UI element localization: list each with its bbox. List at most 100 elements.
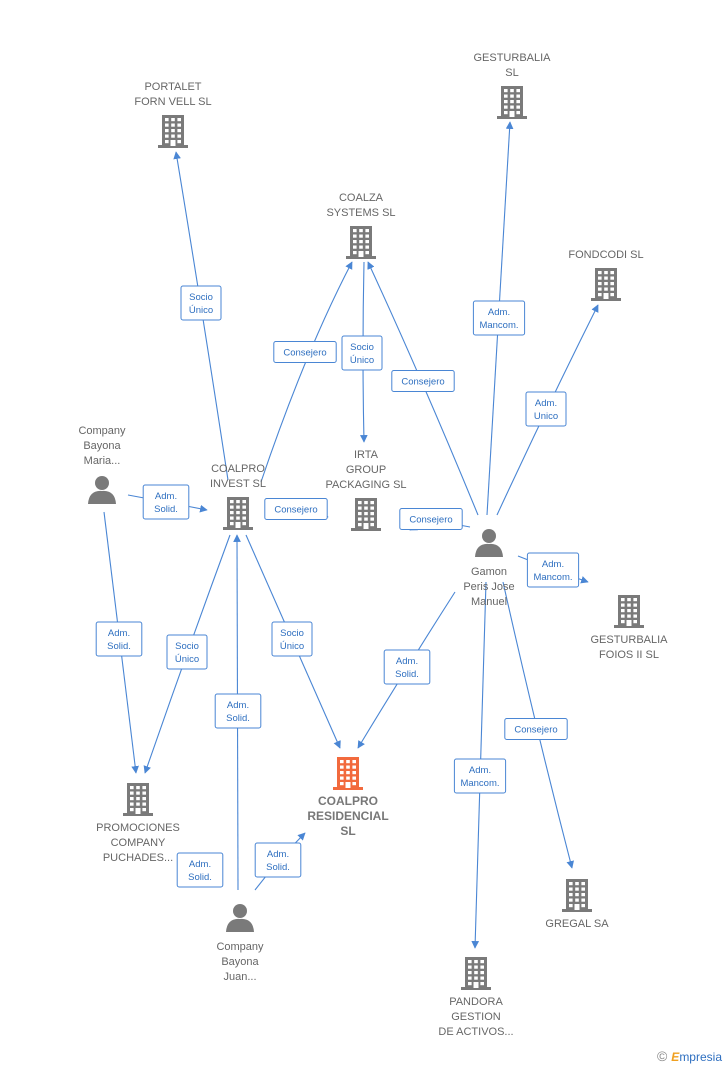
edge-label-box[interactable] [399,508,463,530]
node-promociones[interactable]: PROMOCIONESCOMPANYPUCHADES... [96,783,180,864]
node-coalza[interactable]: COALZA SYSTEMS SL [326,192,396,259]
building-icon [223,497,253,530]
edge-label-text: Único [350,355,374,366]
edge-label-box[interactable] [180,285,222,321]
node-label: IRTA [354,449,379,461]
edge-label-text: Consejero [401,377,444,388]
node-label: PUCHADES... [103,852,173,864]
node-label: FONDCODI SL [568,249,643,261]
edge-gamon-to-pandora: Adm.Mancom. [453,581,507,949]
node-label: Maria... [84,455,121,467]
edge-label-text: Adm. [542,559,564,570]
node-label: DE ACTIVOS... [438,1026,513,1038]
edge-label-box[interactable] [271,621,313,657]
edge-bayona_juan-to-promociones: Adm.Solid. [176,852,224,888]
node-label: COALPRO [211,463,265,475]
edge-gamon-to-gregal: Consejero [502,581,574,869]
edge-label-text: Solid. [226,713,250,724]
edge-label-text: Adm. [396,656,418,667]
building-icon [158,115,188,148]
node-label: Company [216,941,264,953]
edge-label-text: Único [280,641,304,652]
watermark: ©Empresia [657,1048,722,1064]
node-label: Manuel [471,596,507,608]
edge-label-text: Consejero [514,725,557,736]
edge-gamon-to-gesturbalia: Adm.Mancom. [472,121,526,516]
edge-label-box[interactable] [525,391,567,427]
node-label: Peris Jose [463,581,514,593]
edge-label-text: Adm. [189,859,211,870]
edge-label-box[interactable] [273,341,337,363]
building-icon [123,783,153,816]
edge-bayona_juan-to-coalpro_residencial: Adm.Solid. [254,832,306,891]
building-icon [562,879,592,912]
node-label: FOIOS II SL [599,649,659,661]
edge-label-box[interactable] [166,634,208,670]
node-label: PROMOCIONES [96,822,180,834]
edge-label-box[interactable] [341,335,383,371]
edge-gamon-to-coalpro_residencial: Adm.Solid. [357,591,456,749]
edge-coalpro_invest-to-irta: Consejero [264,498,329,520]
edge-label-text: Único [189,305,213,316]
node-bayona_juan[interactable]: CompanyBayonaJuan... [216,904,264,983]
edge-label-text: Único [175,654,199,665]
node-label: COALZA [339,192,384,204]
edge-coalpro_invest-to-coalza: Consejero [260,261,353,483]
edge-bayona_juan-to-coalpro_invest: Adm.Solid. [214,534,262,891]
person-icon [88,476,116,504]
edge-label-text: Socio [280,628,304,639]
edge-bayona_maria-to-promociones: Adm.Solid. [95,511,143,774]
edge-label-text: Solid. [266,862,290,873]
edge-label-box[interactable] [95,621,143,657]
node-gregal[interactable]: GREGAL SA [545,879,609,930]
edge-line [260,261,353,483]
edge-label-box[interactable] [142,484,190,520]
node-bayona_maria[interactable]: CompanyBayonaMaria... [78,425,126,504]
edge-label-text: Consejero [274,505,317,516]
edge-label-text: Mancom. [533,572,572,583]
node-label: Bayona [83,440,121,452]
edge-label-box[interactable] [214,693,262,729]
node-fondcodi[interactable]: FONDCODI SL [568,249,644,301]
edge-gamon-to-irta: Consejero [399,508,471,531]
edge-label-text: Adm. [535,398,557,409]
edge-label-box[interactable] [391,370,455,392]
edge-label-box[interactable] [472,300,526,336]
edge-label-text: Adm. [488,307,510,318]
edge-label-box[interactable] [254,842,302,878]
edge-label-box[interactable] [453,758,507,794]
node-label: GESTION [451,1011,501,1023]
edge-label-text: Adm. [155,491,177,502]
edge-label-box[interactable] [504,718,568,740]
building-icon [346,226,376,259]
edge-label-text: Consejero [409,515,452,526]
node-label: GESTURBALIA [590,634,668,646]
edge-label-text: Socio [189,292,213,303]
node-label: SL [340,824,355,838]
edge-label-box[interactable] [383,649,431,685]
edge-label-box[interactable] [526,552,580,588]
node-label: SYSTEMS SL [326,207,395,219]
node-label: PORTALET [144,81,201,93]
node-label: Juan... [223,971,256,983]
edge-label-box[interactable] [264,498,328,520]
edge-gamon-to-gesturbalia_foios: Adm. Mancom. [517,552,589,588]
node-gesturbalia_foios[interactable]: GESTURBALIA FOIOS II SL [590,595,668,661]
building-icon [461,957,491,990]
brand-name: mpresia [679,1050,722,1064]
person-icon [226,904,254,932]
node-label: Gamon [471,566,507,578]
edge-label-box[interactable] [176,852,224,888]
